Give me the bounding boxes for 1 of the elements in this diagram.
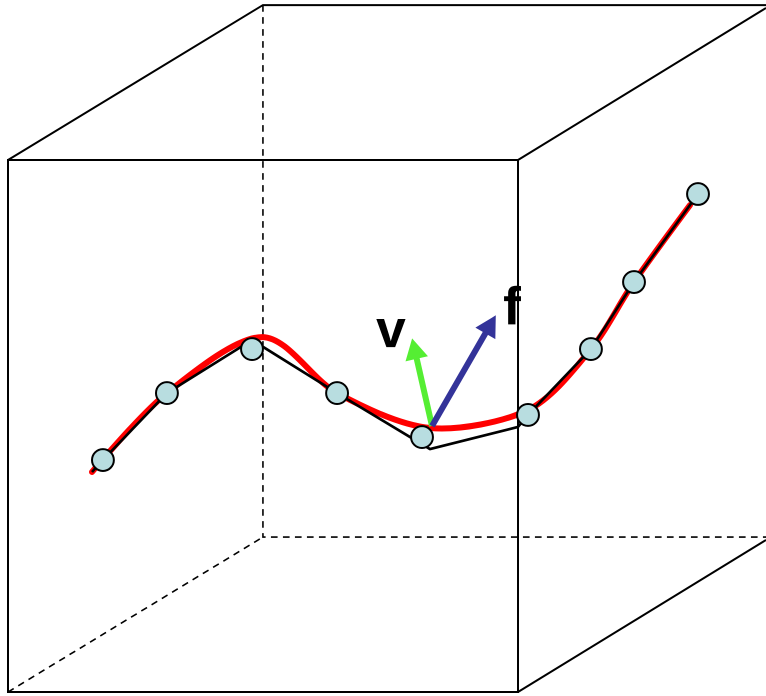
vector-label: v (376, 319, 406, 348)
